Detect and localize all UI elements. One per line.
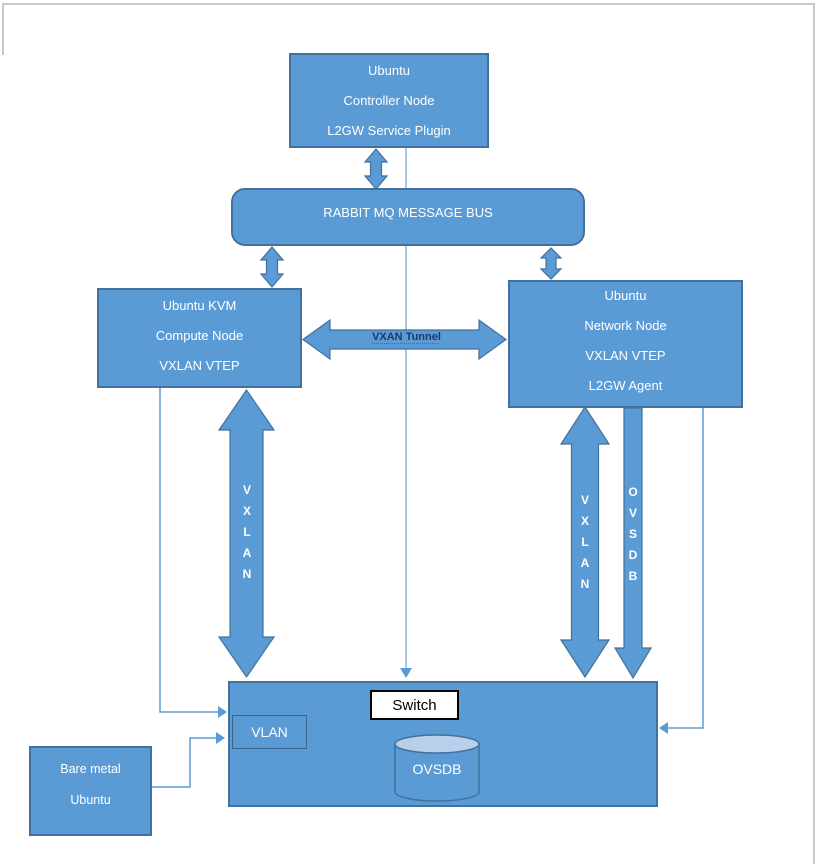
network-node-line: VXLAN VTEP <box>585 348 666 363</box>
ovsdb-arrow-label: O V S D B <box>628 485 638 583</box>
vlan-box: VLAN <box>232 715 307 749</box>
vxan-tunnel-label: VXAN Tunnel <box>372 331 441 343</box>
network-node-line: L2GW Agent <box>588 378 663 393</box>
page-border-left <box>2 3 4 55</box>
bus-compute-arrow <box>259 246 285 288</box>
controller-bus-arrow <box>363 148 389 190</box>
controller-node-box: Ubuntu Controller Node L2GW Service Plug… <box>289 53 489 148</box>
controller-node-line: Controller Node <box>343 93 435 108</box>
network-node-box: Ubuntu Network Node VXLAN VTEP L2GW Agen… <box>508 280 743 408</box>
ovsdb-database-label: OVSDB <box>412 761 462 777</box>
vxlan-left-label: V X L A N <box>242 483 252 581</box>
message-bus-box: RABBIT MQ MESSAGE BUS <box>231 188 585 246</box>
vxan-tunnel-arrow <box>301 318 508 361</box>
controller-node-line: L2GW Service Plugin <box>327 123 451 138</box>
ovsdb-database-cylinder: OVSDB <box>393 733 481 803</box>
network-node-line: Network Node <box>584 318 667 333</box>
bus-network-arrow <box>539 247 563 280</box>
compute-node-line: Compute Node <box>155 328 244 343</box>
bare-metal-line: Bare metal <box>60 762 121 776</box>
bare-metal-box: Bare metal Ubuntu <box>29 746 152 836</box>
vxlan-right-arrow <box>559 405 611 679</box>
controller-node-line: Ubuntu <box>368 63 410 78</box>
compute-node-line: VXLAN VTEP <box>159 358 240 373</box>
vxlan-right-label: V X L A N <box>580 493 590 591</box>
switch-label: Switch <box>392 696 437 714</box>
compute-node-line: Ubuntu KVM <box>162 298 237 313</box>
vlan-label: VLAN <box>251 724 288 740</box>
switch-label-box: Switch <box>370 690 459 720</box>
network-node-line: Ubuntu <box>604 288 647 303</box>
bare-metal-line: Ubuntu <box>70 793 111 807</box>
page-border-top <box>2 3 814 5</box>
page-border-right <box>813 3 815 864</box>
ovsdb-arrow <box>613 407 653 680</box>
compute-node-box: Ubuntu KVM Compute Node VXLAN VTEP <box>97 288 302 388</box>
message-bus-label: RABBIT MQ MESSAGE BUS <box>323 205 493 220</box>
vxlan-left-arrow <box>217 388 276 679</box>
